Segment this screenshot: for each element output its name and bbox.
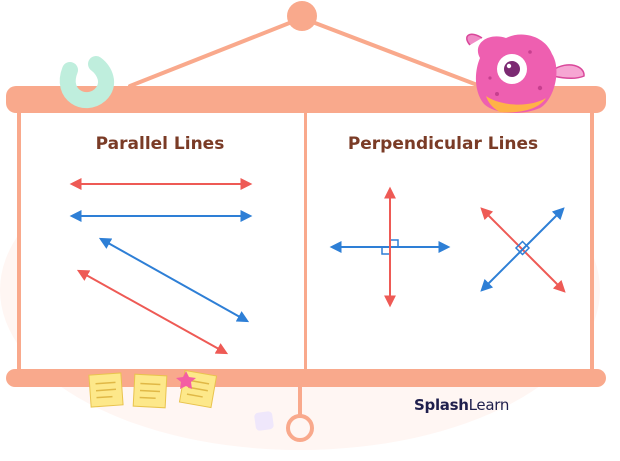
- star-decoration: [176, 371, 196, 389]
- monster-character: [466, 33, 585, 113]
- parallel-lines-figure: [69, 178, 253, 355]
- board-divider: [304, 108, 307, 376]
- board-right-post: [590, 104, 594, 378]
- perpendicular-line-blue-diagonal: [480, 207, 565, 292]
- square-decoration: [254, 411, 274, 431]
- brand-logo-part2: Learn: [468, 396, 510, 414]
- perpendicular-cross-figure: [329, 186, 451, 308]
- bottom-ring: [286, 386, 314, 442]
- board-left-post: [17, 104, 21, 378]
- brand-logo-part1: Splash: [414, 396, 469, 414]
- sticky-notes: [88, 369, 218, 409]
- parallel-line-red-diagonal: [76, 269, 229, 355]
- swirl-decoration: [59, 56, 115, 108]
- board-top-bar: [6, 86, 606, 113]
- parallel-lines-title: Parallel Lines: [95, 134, 225, 154]
- right-angle-mark-upper: [391, 239, 399, 247]
- perpendicular-lines-title: Perpendicular Lines: [347, 134, 539, 154]
- perpendicular-x-figure: [480, 207, 566, 293]
- right-angle-mark-diamond: [514, 240, 531, 256]
- right-angle-mark-lower: [381, 247, 389, 255]
- hanging-string: [128, 1, 482, 88]
- brand-logo: SplashLearn: [414, 396, 509, 414]
